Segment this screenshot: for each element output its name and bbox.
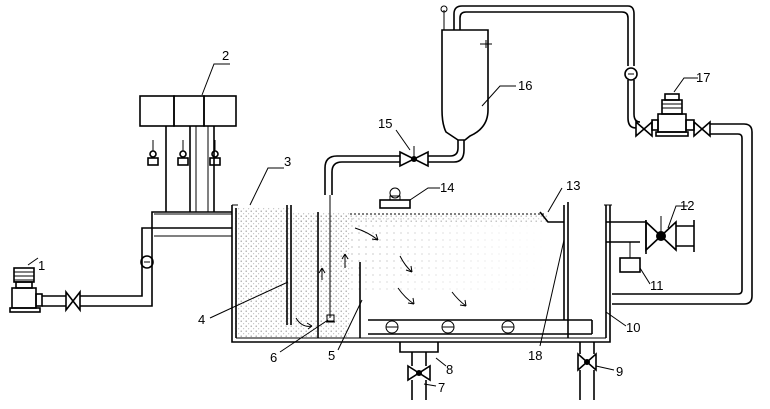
label-2: 2 bbox=[222, 48, 229, 63]
label-15: 15 bbox=[378, 116, 392, 131]
pressure-vessel bbox=[440, 5, 635, 141]
level-box-11 bbox=[619, 242, 641, 273]
label-7: 7 bbox=[438, 380, 445, 395]
label-9: 9 bbox=[616, 364, 623, 379]
bottom-collector-pipe bbox=[368, 319, 593, 335]
label-12: 12 bbox=[680, 198, 694, 213]
labels: 1 2 3 4 5 6 7 8 9 10 11 12 13 14 15 16 1… bbox=[38, 48, 710, 395]
inlet-pump-1 bbox=[9, 267, 43, 313]
baffle-walls bbox=[286, 205, 361, 338]
label-4: 4 bbox=[198, 312, 205, 327]
release-pipe bbox=[324, 155, 400, 323]
label-1: 1 bbox=[38, 258, 45, 273]
label-13: 13 bbox=[566, 178, 580, 193]
dosing-unit bbox=[139, 95, 237, 212]
label-5: 5 bbox=[328, 348, 335, 363]
label-11: 11 bbox=[650, 278, 664, 293]
drain-9 bbox=[577, 342, 597, 400]
label-8: 8 bbox=[446, 362, 453, 377]
tank-water-fill bbox=[234, 208, 548, 338]
scum-trough bbox=[539, 211, 564, 223]
label-17: 17 bbox=[696, 70, 710, 85]
label-16: 16 bbox=[518, 78, 532, 93]
label-3: 3 bbox=[284, 154, 291, 169]
label-10: 10 bbox=[626, 320, 640, 335]
label-14: 14 bbox=[440, 180, 454, 195]
label-18: 18 bbox=[528, 348, 542, 363]
tank bbox=[231, 202, 612, 343]
flow-arrows bbox=[295, 227, 467, 330]
drain-8-7 bbox=[399, 342, 439, 400]
label-6: 6 bbox=[270, 350, 277, 365]
outlet-pipe bbox=[606, 216, 695, 254]
inlet-pipe bbox=[42, 211, 232, 313]
recirculation-pump-17 bbox=[651, 93, 695, 137]
skimmer-14 bbox=[379, 187, 411, 209]
valve-15 bbox=[399, 140, 465, 168]
leader-lines bbox=[27, 63, 698, 387]
